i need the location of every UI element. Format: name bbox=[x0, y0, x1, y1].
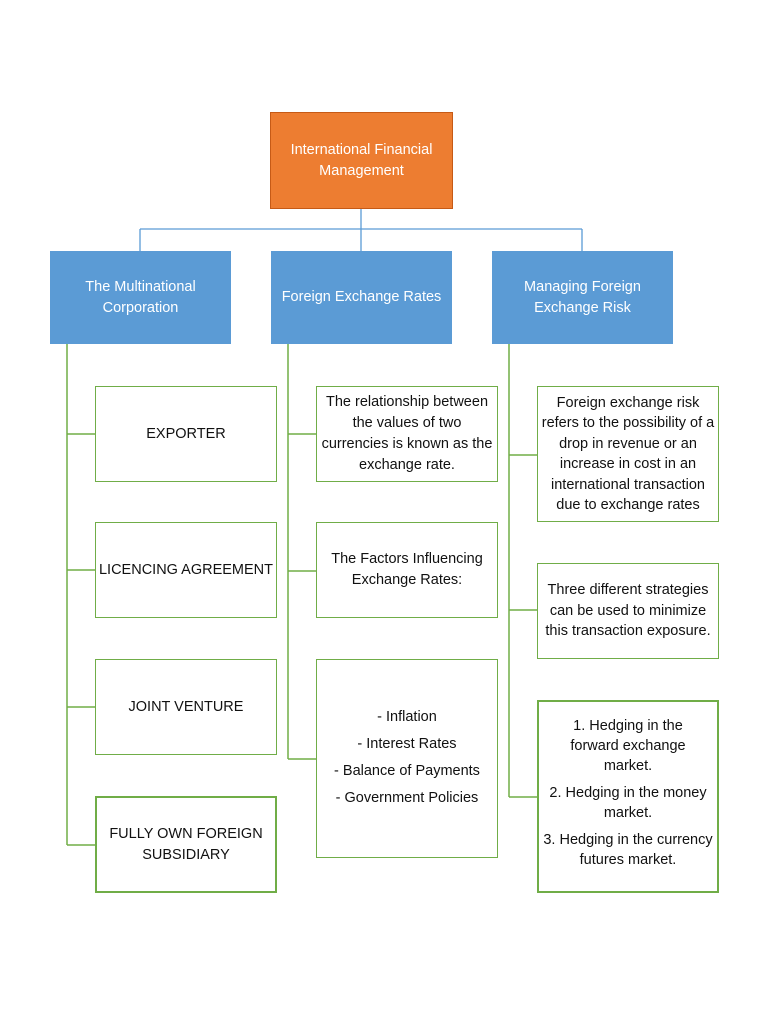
leaf-exchange-rate-definition: The relationship between the values of t… bbox=[316, 386, 498, 482]
branch-multinational-corporation: The Multinational Corporation bbox=[50, 251, 231, 344]
factor-interest-rates: - Interest Rates bbox=[357, 736, 457, 752]
leaf-exporter: EXPORTER bbox=[95, 386, 277, 482]
leaf-strategies-label: Three different strategies can be used t… bbox=[545, 582, 711, 640]
factors-list: - Inflation - Interest Rates - Balance o… bbox=[334, 707, 480, 808]
root-label: International Financial Management bbox=[290, 141, 433, 179]
hedging-money-market: 2. Hedging in the money market. bbox=[549, 784, 707, 821]
leaf-fully-own-subsidiary: FULLY OWN FOREIGN SUBSIDIARY bbox=[95, 796, 277, 893]
branch-label-exchange-rates: Foreign Exchange Rates bbox=[281, 289, 442, 305]
root-node: International Financial Management bbox=[270, 112, 453, 209]
leaf-licencing-label: LICENCING AGREEMENT bbox=[98, 561, 274, 578]
branch-foreign-exchange-rates: Foreign Exchange Rates bbox=[271, 251, 452, 344]
leaf-factors-influencing: The Factors Influencing Exchange Rates: bbox=[316, 522, 498, 618]
factor-balance-of-payments: - Balance of Payments bbox=[334, 763, 480, 779]
leaf-hedging-list: 1. Hedging in the forward exchange marke… bbox=[537, 700, 719, 893]
hedging-forward-market: 1. Hedging in the forward exchange marke… bbox=[570, 717, 686, 774]
leaf-three-strategies: Three different strategies can be used t… bbox=[537, 563, 719, 659]
branch-label-managing-risk: Managing Foreign Exchange Risk bbox=[524, 278, 641, 316]
leaf-factors-label: The Factors Influencing Exchange Rates: bbox=[331, 551, 483, 588]
branch-managing-risk: Managing Foreign Exchange Risk bbox=[492, 251, 673, 344]
hedging-futures-market: 3. Hedging in the currency futures marke… bbox=[543, 831, 713, 868]
leaf-risk-definition-label: Foreign exchange risk refers to the poss… bbox=[541, 394, 715, 514]
hedging-list: 1. Hedging in the forward exchange marke… bbox=[539, 716, 717, 870]
leaf-joint-venture-label: JOINT VENTURE bbox=[128, 698, 244, 715]
leaf-risk-definition: Foreign exchange risk refers to the poss… bbox=[537, 386, 719, 522]
leaf-joint-venture: JOINT VENTURE bbox=[95, 659, 277, 755]
branch-label-multinational: The Multinational Corporation bbox=[85, 278, 196, 316]
factor-inflation: - Inflation bbox=[377, 709, 437, 725]
leaf-subsidiary-label: FULLY OWN FOREIGN SUBSIDIARY bbox=[109, 825, 263, 863]
factor-government-policies: - Government Policies bbox=[335, 790, 479, 806]
leaf-factors-list: - Inflation - Interest Rates - Balance o… bbox=[316, 659, 498, 858]
leaf-exporter-label: EXPORTER bbox=[146, 425, 226, 442]
leaf-definition-label: The relationship between the values of t… bbox=[321, 394, 493, 473]
leaf-licencing-agreement: LICENCING AGREEMENT bbox=[95, 522, 277, 618]
